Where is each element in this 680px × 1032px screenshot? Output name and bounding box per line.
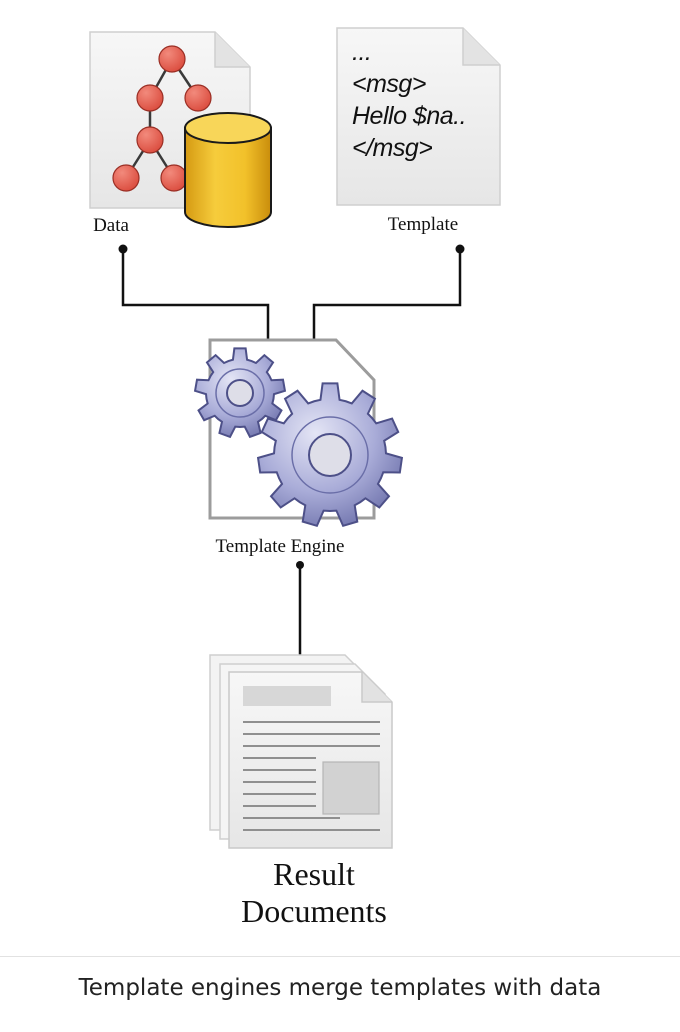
- large-gear-icon: [256, 382, 404, 528]
- edge-template-to-engine: [309, 244, 465, 351]
- template-snippet-line-4: </msg>: [352, 134, 432, 162]
- result-node: Result Documents: [209, 654, 393, 929]
- result-label-line-1: Result: [273, 856, 355, 892]
- data-label: Data: [93, 215, 129, 236]
- template-document-icon: [336, 27, 501, 206]
- engine-node: Template Engine: [193, 338, 404, 557]
- tree-icon: [112, 45, 212, 192]
- diagram: Data ... <msg> Hello $na.. </msg> Templa…: [89, 27, 501, 929]
- result-label-line-2: Documents: [241, 893, 387, 929]
- small-gear-icon: [193, 347, 287, 439]
- database-icon: [184, 112, 272, 228]
- data-node: Data: [89, 31, 272, 236]
- template-label: Template: [388, 214, 458, 235]
- template-node: ... <msg> Hello $na.. </msg> Template: [336, 27, 501, 235]
- figure-caption: Template engines merge templates with da…: [78, 975, 602, 1001]
- caption-divider: [0, 956, 680, 957]
- template-snippet-line-1: ...: [352, 38, 371, 66]
- result-documents-icon: [209, 654, 393, 849]
- template-snippet-line-2: <msg>: [352, 70, 426, 98]
- template-snippet-line-3: Hello $na..: [352, 102, 466, 130]
- edge-data-to-engine: [118, 244, 273, 351]
- edge-engine-to-result: [295, 561, 305, 669]
- engine-label: Template Engine: [216, 536, 345, 557]
